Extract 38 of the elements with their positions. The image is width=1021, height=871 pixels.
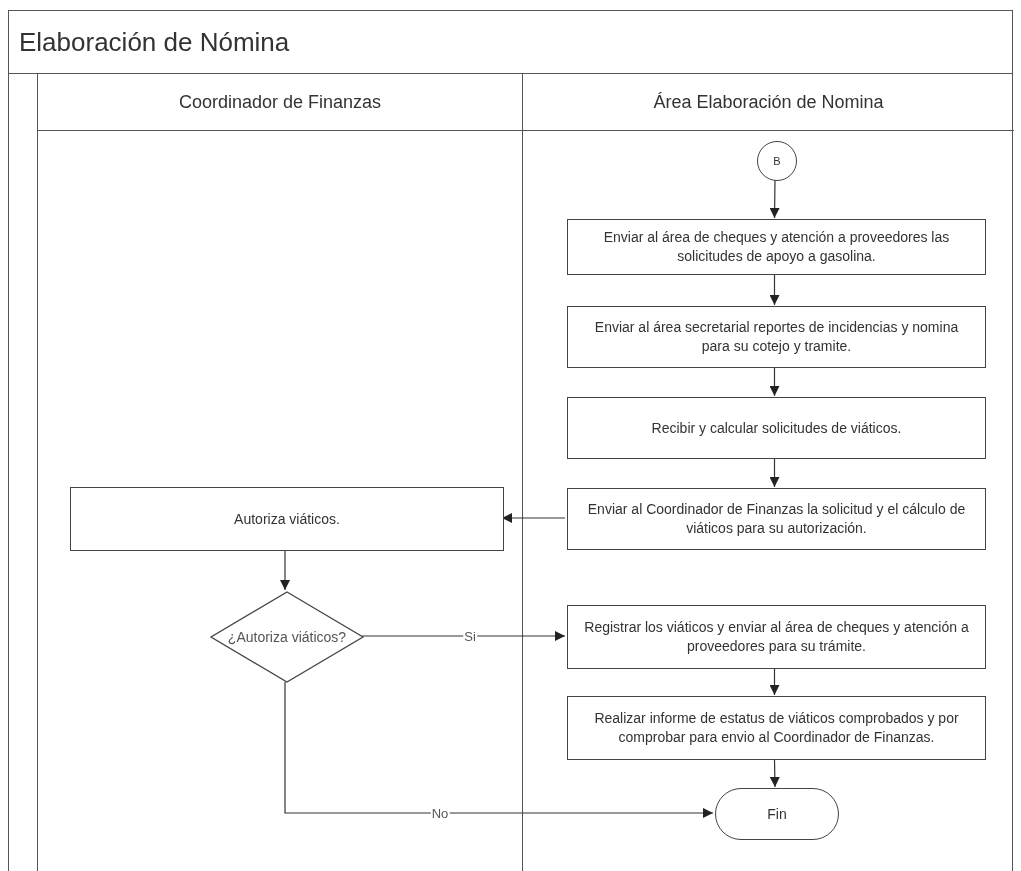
node-label: Realizar informe de estatus de viáticos comprobados y por comprobar para envio al Coordinador de Finanzas. xyxy=(593,709,960,747)
node-label: Recibir y calcular solicitudes de viáticos. xyxy=(651,418,902,438)
process-box xyxy=(567,219,986,275)
arrow xyxy=(280,549,290,591)
process-box xyxy=(567,696,986,760)
node-label: ¿Autoriza viáticos? xyxy=(227,627,347,647)
arrow xyxy=(769,273,780,306)
arrow xyxy=(284,681,714,818)
node-label: B xyxy=(773,153,781,169)
process-box xyxy=(567,605,986,669)
arrow xyxy=(769,457,780,488)
arrow xyxy=(769,179,780,219)
process-box xyxy=(70,487,504,551)
process-box xyxy=(567,306,986,368)
node-label: Enviar al Coordinador de Finanzas la solicitud y el cálculo de viáticos para su autorización. xyxy=(586,500,967,538)
pool-title: Elaboración de Nómina xyxy=(9,11,1012,74)
node-label: Registrar los viáticos y enviar al área de cheques y atención a proveedores para su trámite. xyxy=(584,618,969,656)
arrow xyxy=(769,758,780,788)
swimlane xyxy=(37,74,522,871)
swimlane xyxy=(522,74,1014,871)
decision-diamond xyxy=(210,591,364,683)
terminal-box xyxy=(715,788,839,840)
arrow xyxy=(501,513,566,523)
node-label: Enviar al área de cheques y atención a proveedores las solicitudes de apoyo a gasolina. xyxy=(602,228,951,266)
node-label: Autoriza viáticos. xyxy=(234,509,340,529)
process-box xyxy=(567,397,986,459)
arrow xyxy=(769,366,780,397)
edge-label: No xyxy=(430,806,450,820)
swimlane-pool xyxy=(8,10,1013,871)
process-box xyxy=(567,488,986,550)
node-label: Enviar al área secretarial reportes de incidencias y nomina para su cotejo y tramite. xyxy=(593,318,960,356)
edge-label: Si xyxy=(463,629,477,643)
node-label: Fin xyxy=(767,804,787,824)
lane-header: Área Elaboración de Nomina xyxy=(523,74,1014,131)
lane-header: Coordinador de Finanzas xyxy=(38,74,522,131)
arrow xyxy=(361,631,566,641)
connector-circle xyxy=(757,141,797,181)
arrow xyxy=(769,667,780,696)
